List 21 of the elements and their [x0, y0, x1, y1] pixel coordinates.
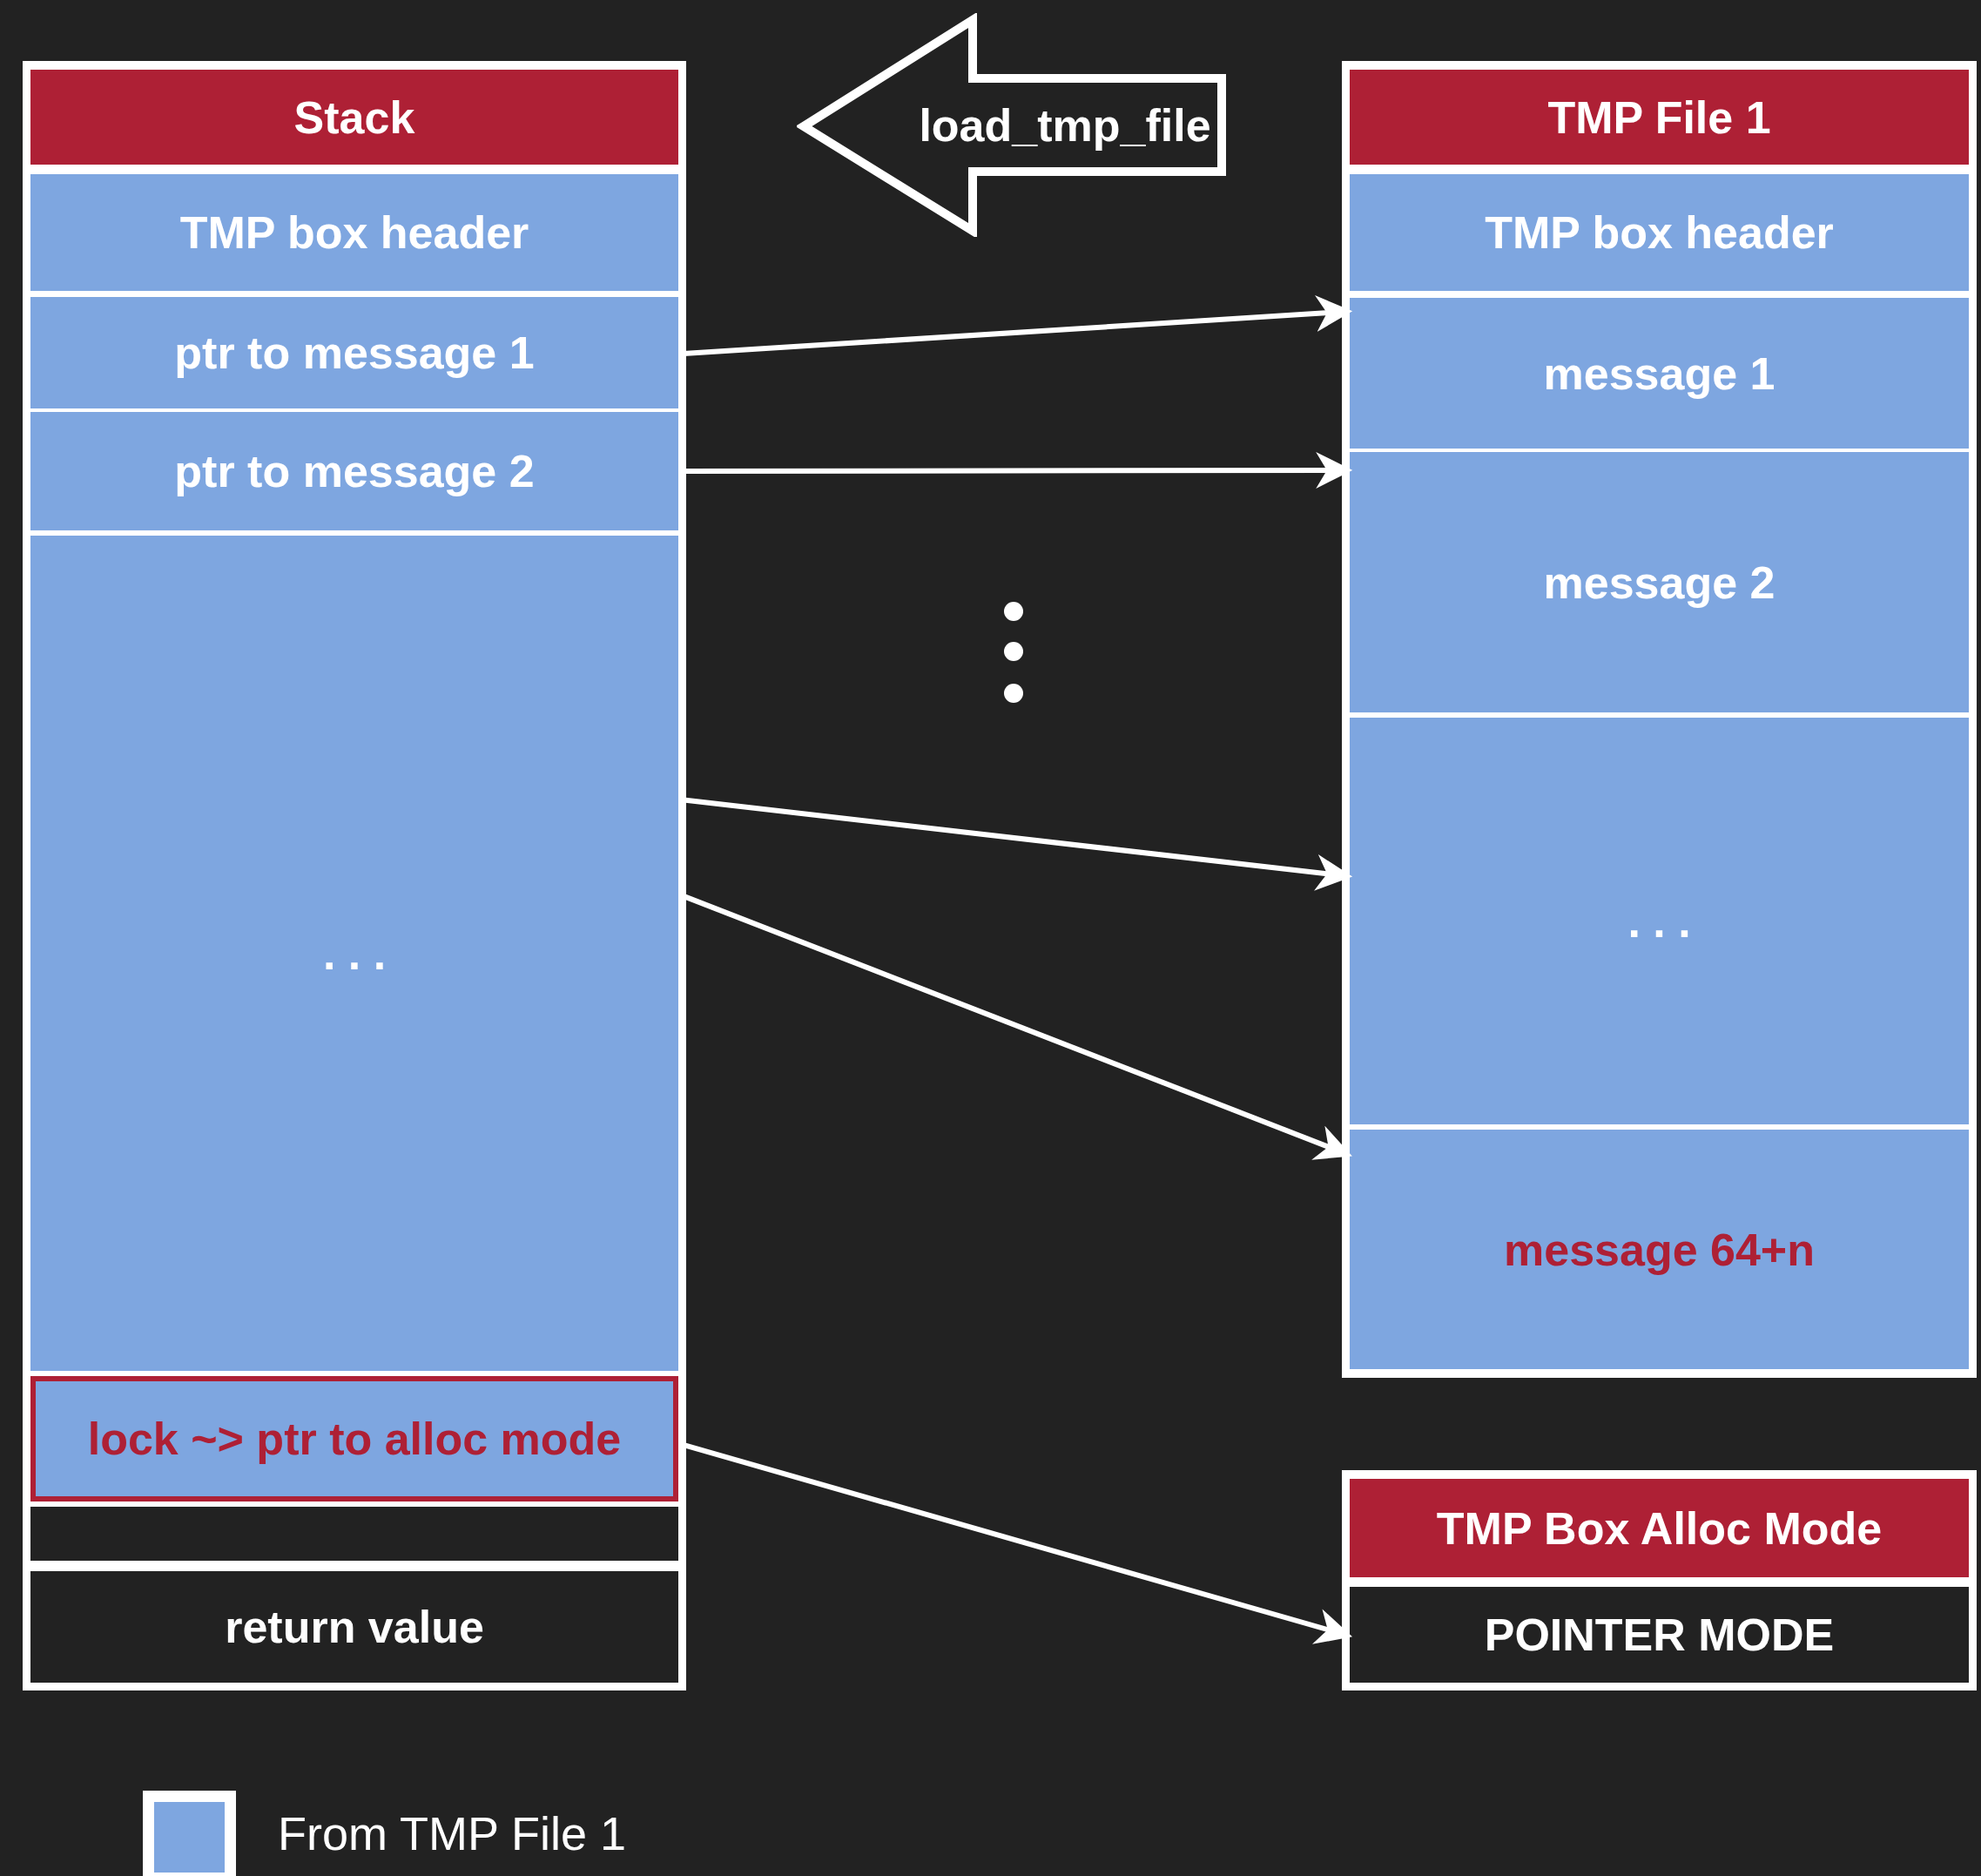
- memory-cell: . . .: [30, 536, 678, 1371]
- block-arrow-label: load_tmp_file: [797, 13, 1229, 237]
- memory-cell: . . .: [1350, 718, 1969, 1124]
- memory-cell: message 1: [1350, 298, 1969, 449]
- memory-cell: message 64+n: [1350, 1130, 1969, 1369]
- memory-cell: return value: [30, 1571, 678, 1683]
- memory-cell: message 2: [1350, 452, 1969, 712]
- memory-cell: POINTER MODE: [1350, 1587, 1969, 1683]
- memory-block: [1342, 1470, 1977, 1690]
- memory-cell: TMP box header: [30, 174, 678, 291]
- block-header: Stack: [30, 70, 678, 165]
- block-header: TMP File 1: [1350, 70, 1969, 165]
- highlighted-memory-cell: lock ~> ptr to alloc mode: [30, 1376, 678, 1501]
- memory-cell: [30, 1507, 678, 1561]
- memory-block: [1342, 61, 1977, 1378]
- memory-cell: ptr to message 1: [30, 297, 678, 408]
- block-header: TMP Box Alloc Mode: [1350, 1479, 1969, 1577]
- memory-cell: TMP box header: [1350, 174, 1969, 291]
- memory-cell: ptr to message 2: [30, 412, 678, 530]
- memory-block: [23, 61, 686, 1690]
- legend-label: From TMP File 1: [278, 1806, 627, 1860]
